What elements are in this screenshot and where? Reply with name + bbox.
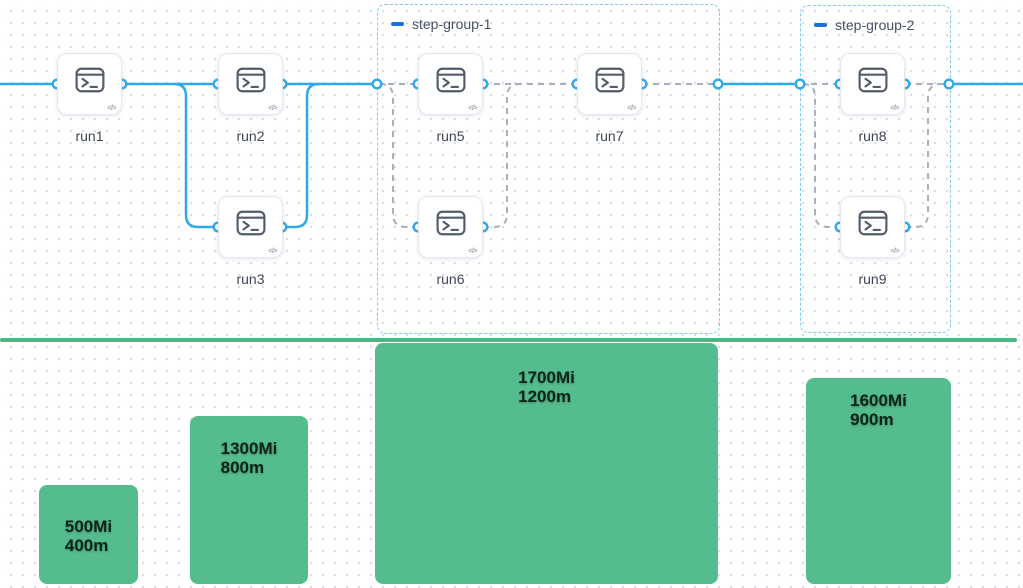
node-label: run1 [75, 128, 104, 144]
task-card[interactable]: </> [218, 196, 283, 258]
task-card[interactable]: </> [218, 53, 283, 115]
resource-bar-text: 1600Mi 900m [850, 378, 907, 584]
resource-bar-text: 1300Mi 800m [221, 416, 278, 584]
node-label: run3 [236, 271, 265, 287]
bar-memory-value: 1700Mi [518, 368, 575, 387]
step-group-1-container[interactable]: step-group-1 [377, 4, 720, 334]
resource-bar-text: 500Mi 400m [65, 485, 112, 584]
task-card[interactable]: </> [840, 196, 905, 258]
step-group-2-label: step-group-2 [835, 17, 915, 33]
node-run6[interactable]: </> run6 [418, 196, 483, 287]
task-card[interactable]: </> [840, 53, 905, 115]
terminal-icon [858, 210, 887, 236]
resource-bar-run1: 500Mi 400m [39, 485, 138, 584]
node-run7[interactable]: </> run7 [577, 53, 642, 144]
code-badge-icon: </> [268, 105, 277, 112]
task-card[interactable]: </> [577, 53, 642, 115]
port-group2-in[interactable] [794, 78, 806, 90]
bar-cpu-value: 900m [850, 410, 894, 429]
bar-memory-value: 1300Mi [220, 439, 278, 458]
code-badge-icon: </> [627, 105, 636, 112]
code-badge-icon: </> [268, 248, 277, 255]
step-group-2-header: step-group-2 [801, 6, 950, 33]
bar-cpu-value: 400m [64, 536, 109, 555]
code-badge-icon: </> [468, 248, 477, 255]
node-label: run6 [436, 271, 465, 287]
edge-run1-run3-branch [173, 82, 218, 229]
resource-bar-group2: 1600Mi 900m [806, 378, 951, 584]
code-badge-icon: </> [890, 105, 899, 112]
task-card[interactable]: </> [418, 53, 483, 115]
code-badge-icon: </> [107, 105, 116, 112]
bar-memory-value: 1600Mi [850, 391, 907, 410]
terminal-icon [236, 67, 265, 93]
resource-bar-group1: 1700Mi 1200m [375, 343, 718, 584]
node-label: run8 [858, 128, 887, 144]
resource-bar-text: 1700Mi 1200m [518, 343, 575, 584]
node-label: run2 [236, 128, 265, 144]
terminal-icon [595, 67, 624, 93]
node-run1[interactable]: </> run1 [57, 53, 122, 144]
edge-run3-merge [282, 82, 320, 229]
resource-bar-run2: 1300Mi 800m [190, 416, 308, 584]
terminal-icon [436, 67, 465, 93]
step-group-1-label: step-group-1 [412, 16, 492, 32]
node-run8[interactable]: </> run8 [840, 53, 905, 144]
bar-memory-value: 500Mi [64, 517, 113, 536]
edge-group2-run9-branch [802, 83, 840, 228]
step-group-2-container[interactable]: step-group-2 [800, 5, 951, 333]
bar-cpu-value: 800m [220, 458, 265, 477]
node-label: run5 [436, 128, 465, 144]
port-group1-in[interactable] [371, 78, 383, 90]
node-run5[interactable]: </> run5 [418, 53, 483, 144]
edge-group1-run6-branch [379, 83, 418, 228]
node-label: run9 [858, 271, 887, 287]
edge-run6-run7-merge [483, 83, 521, 228]
section-divider [0, 338, 1017, 342]
task-card[interactable]: </> [418, 196, 483, 258]
collapse-group-icon[interactable] [814, 23, 827, 27]
task-card[interactable]: </> [57, 53, 122, 115]
code-badge-icon: </> [468, 105, 477, 112]
code-badge-icon: </> [890, 248, 899, 255]
terminal-icon [236, 210, 265, 236]
terminal-icon [436, 210, 465, 236]
edge-run9-group2-merge [905, 83, 946, 228]
bar-cpu-value: 1200m [518, 387, 572, 406]
step-group-1-header: step-group-1 [378, 5, 719, 32]
node-run3[interactable]: </> run3 [218, 196, 283, 287]
terminal-icon [75, 67, 104, 93]
terminal-icon [858, 67, 887, 93]
port-group2-out[interactable] [943, 78, 955, 90]
collapse-group-icon[interactable] [391, 22, 404, 26]
port-group1-out[interactable] [712, 78, 724, 90]
node-label: run7 [595, 128, 624, 144]
node-run9[interactable]: </> run9 [840, 196, 905, 287]
node-run2[interactable]: </> run2 [218, 53, 283, 144]
